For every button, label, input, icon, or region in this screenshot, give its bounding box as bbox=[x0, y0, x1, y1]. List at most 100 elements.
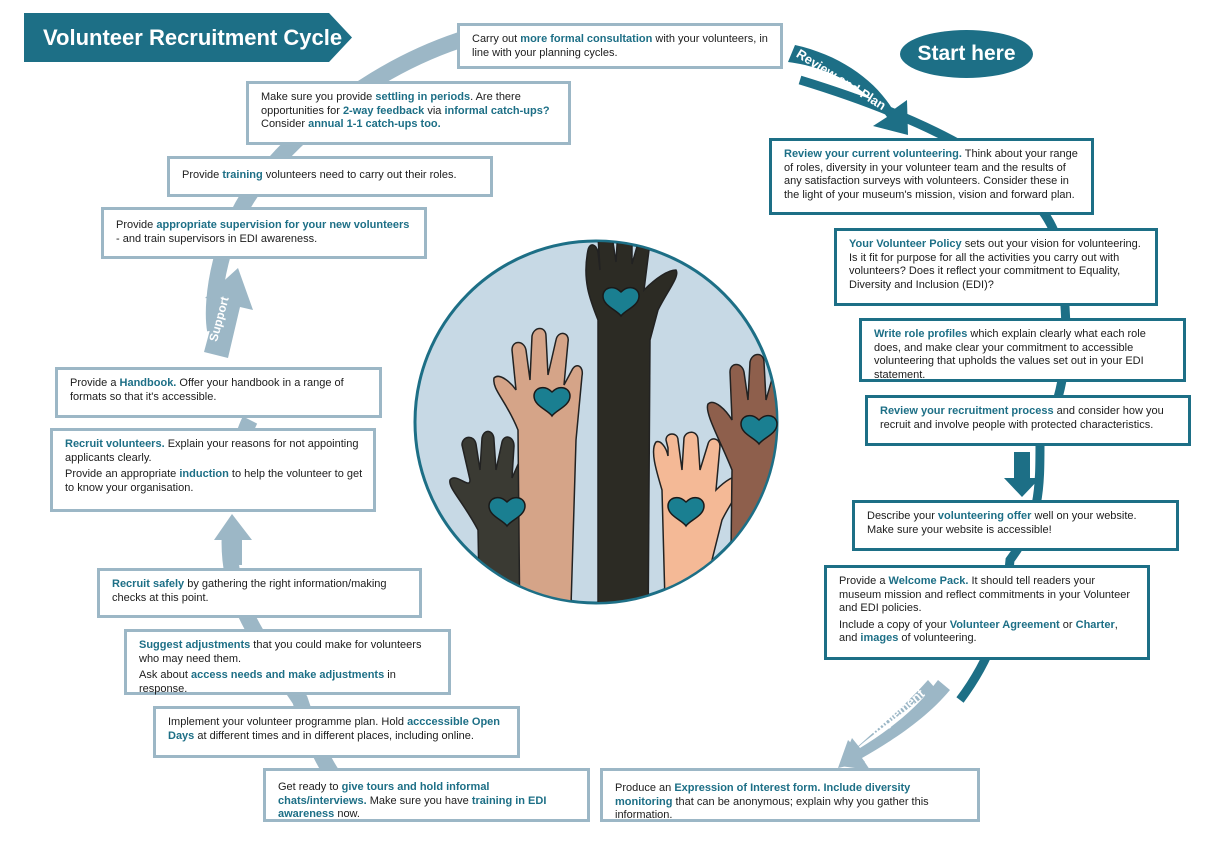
body-text: sets out your vision for volunteering. I… bbox=[849, 238, 1141, 291]
highlight-text: Write role profiles bbox=[874, 328, 968, 340]
highlight-text: Recruit safely bbox=[112, 578, 185, 590]
step-text: Produce an Expression of Interest form. … bbox=[615, 782, 967, 823]
step-text: Recruit volunteers. Explain your reasons… bbox=[65, 438, 363, 465]
step-handbook: Provide a Handbook. Offer your handbook … bbox=[55, 367, 382, 418]
body-text: Carry out bbox=[472, 33, 521, 45]
body-text: and consider how you recruit and involve… bbox=[880, 405, 1164, 431]
body-text: Provide bbox=[182, 169, 223, 181]
step-supervision: Provide appropriate supervision for your… bbox=[101, 207, 427, 259]
highlight-text: give tours and hold informal chats/inter… bbox=[278, 781, 490, 807]
body-text: Provide a bbox=[70, 377, 120, 389]
step-text: Your Volunteer Policy sets out your visi… bbox=[849, 238, 1145, 292]
highlight-text: induction bbox=[179, 468, 229, 480]
review-plan-arrow bbox=[788, 45, 908, 135]
body-text: Get ready to bbox=[278, 781, 342, 793]
body-text: Offer your handbook in a range of format… bbox=[70, 377, 344, 403]
hand-black bbox=[585, 242, 678, 602]
step-text: Write role profiles which explain clearl… bbox=[874, 328, 1173, 382]
step-open-days: Implement your volunteer programme plan.… bbox=[153, 706, 520, 758]
step-review-current: Review your current volunteering. Think … bbox=[769, 138, 1094, 215]
highlight-text: access needs and make adjustments bbox=[190, 669, 385, 681]
step-settling-in: Make sure you provide settling in period… bbox=[246, 81, 571, 145]
support-arrow bbox=[204, 268, 253, 358]
body-text: Describe your bbox=[867, 510, 938, 522]
step-text: Provide training volunteers need to carr… bbox=[182, 169, 480, 183]
step-text: Recruit safely by gathering the right in… bbox=[112, 578, 409, 605]
body-text: Consider bbox=[261, 118, 309, 130]
body-text: well on your website. Make sure your web… bbox=[867, 510, 1137, 536]
highlight-text: settling in periods bbox=[375, 91, 471, 103]
body-text: in response. bbox=[139, 669, 396, 695]
page-title: Volunteer Recruitment Cycle bbox=[24, 13, 352, 62]
body-text: at different times and in different plac… bbox=[194, 729, 474, 742]
step-text: Describe your volunteering offer well on… bbox=[867, 510, 1166, 537]
body-text: of volunteering. bbox=[898, 632, 977, 644]
step-text: Provide a Welcome Pack. It should tell r… bbox=[839, 575, 1137, 616]
highlight-text: Review your current volunteering. bbox=[784, 148, 962, 160]
highlight-text: Welcome Pack. bbox=[888, 575, 969, 587]
body-text: Provide a bbox=[839, 575, 889, 587]
highlight-text: images bbox=[860, 632, 899, 644]
step-text: Provide an appropriate induction to help… bbox=[65, 468, 363, 495]
highlight-text: 2-way feedback bbox=[342, 104, 425, 117]
body-text: with your volunteers, in line with your … bbox=[472, 33, 768, 59]
body-text: , and bbox=[839, 618, 1118, 645]
step-text: Ask about access needs and make adjustme… bbox=[139, 669, 438, 696]
body-text: to help the volunteer to get to know you… bbox=[65, 468, 363, 494]
step-volunteer-policy: Your Volunteer Policy sets out your visi… bbox=[834, 228, 1158, 306]
body-text: that can be anonymous; explain why you g… bbox=[615, 795, 929, 822]
body-text: Explain your reasons for not appointing … bbox=[65, 438, 359, 464]
body-text: that you could make for volunteers who m… bbox=[139, 639, 422, 665]
step-text: Review your recruitment process and cons… bbox=[880, 405, 1178, 432]
body-text: It should tell readers your museum missi… bbox=[839, 575, 1131, 614]
body-text: or bbox=[1059, 618, 1076, 631]
body-text: Provide bbox=[116, 219, 157, 231]
step-training: Provide training volunteers need to carr… bbox=[167, 156, 493, 197]
body-text: Provide an appropriate bbox=[65, 468, 180, 480]
highlight-text: acccessible Open Days bbox=[168, 716, 501, 742]
body-text: Make sure you provide bbox=[261, 91, 376, 103]
step-formal-consultation: Carry out more formal consultation with … bbox=[457, 23, 783, 69]
body-text: Implement your volunteer programme plan.… bbox=[168, 716, 408, 728]
step-text: Provide a Handbook. Offer your handbook … bbox=[70, 377, 369, 404]
step-role-profiles: Write role profiles which explain clearl… bbox=[859, 318, 1186, 382]
highlight-text: Handbook. bbox=[119, 377, 177, 389]
highlight-text: Include diversity monitoring bbox=[615, 782, 911, 808]
body-text: . Are there opportunities for bbox=[261, 91, 521, 117]
step-tours: Get ready to give tours and hold informa… bbox=[263, 768, 590, 822]
step-adjustments: Suggest adjustments that you could make … bbox=[124, 629, 451, 695]
step-text: Carry out more formal consultation with … bbox=[472, 33, 770, 60]
step-text: Implement your volunteer programme plan.… bbox=[168, 716, 507, 743]
step-recruit-volunteers: Recruit volunteers. Explain your reasons… bbox=[50, 428, 376, 512]
highlight-text: training bbox=[222, 169, 263, 181]
body-text: now. bbox=[334, 808, 360, 820]
step-text: Include a copy of your Volunteer Agreeme… bbox=[839, 619, 1137, 646]
highlight-text: Volunteer Agreement bbox=[949, 618, 1060, 631]
implement-arrow bbox=[840, 680, 950, 770]
body-text: Think about your range of roles, diversi… bbox=[784, 148, 1078, 201]
highlight-text: annual 1-1 catch-ups too. bbox=[308, 118, 441, 130]
highlight-text: Your Volunteer Policy bbox=[849, 238, 962, 250]
implement-arrow-tail bbox=[838, 680, 935, 768]
step-text: Suggest adjustments that you could make … bbox=[139, 639, 438, 666]
down-arrow-icon bbox=[1004, 452, 1040, 497]
body-text: Include a copy of your bbox=[839, 618, 950, 631]
step-recruit-safely: Recruit safely by gathering the right in… bbox=[97, 568, 422, 618]
step-volunteering-offer: Describe your volunteering offer well on… bbox=[852, 500, 1179, 551]
highlight-text: Recruit volunteers. bbox=[65, 438, 165, 450]
up-arrow-icon bbox=[214, 514, 252, 565]
step-text: Get ready to give tours and hold informa… bbox=[278, 781, 577, 822]
highlight-text: Suggest adjustments bbox=[139, 639, 251, 651]
body-text: which explain clearly what each role doe… bbox=[874, 328, 1146, 381]
step-recruitment-process: Review your recruitment process and cons… bbox=[865, 395, 1191, 446]
step-text: Provide appropriate supervision for your… bbox=[116, 219, 414, 246]
body-text: volunteers need to carry out their roles… bbox=[262, 169, 457, 181]
body-text: via bbox=[424, 104, 445, 117]
highlight-text: Charter bbox=[1075, 618, 1115, 631]
start-here-badge: Start here bbox=[900, 30, 1033, 78]
highlight-text: training in EDI awareness bbox=[278, 794, 547, 821]
highlight-text: more formal consultation bbox=[520, 33, 653, 45]
body-text: Make sure you have bbox=[366, 794, 472, 807]
hand-brown bbox=[706, 353, 776, 602]
